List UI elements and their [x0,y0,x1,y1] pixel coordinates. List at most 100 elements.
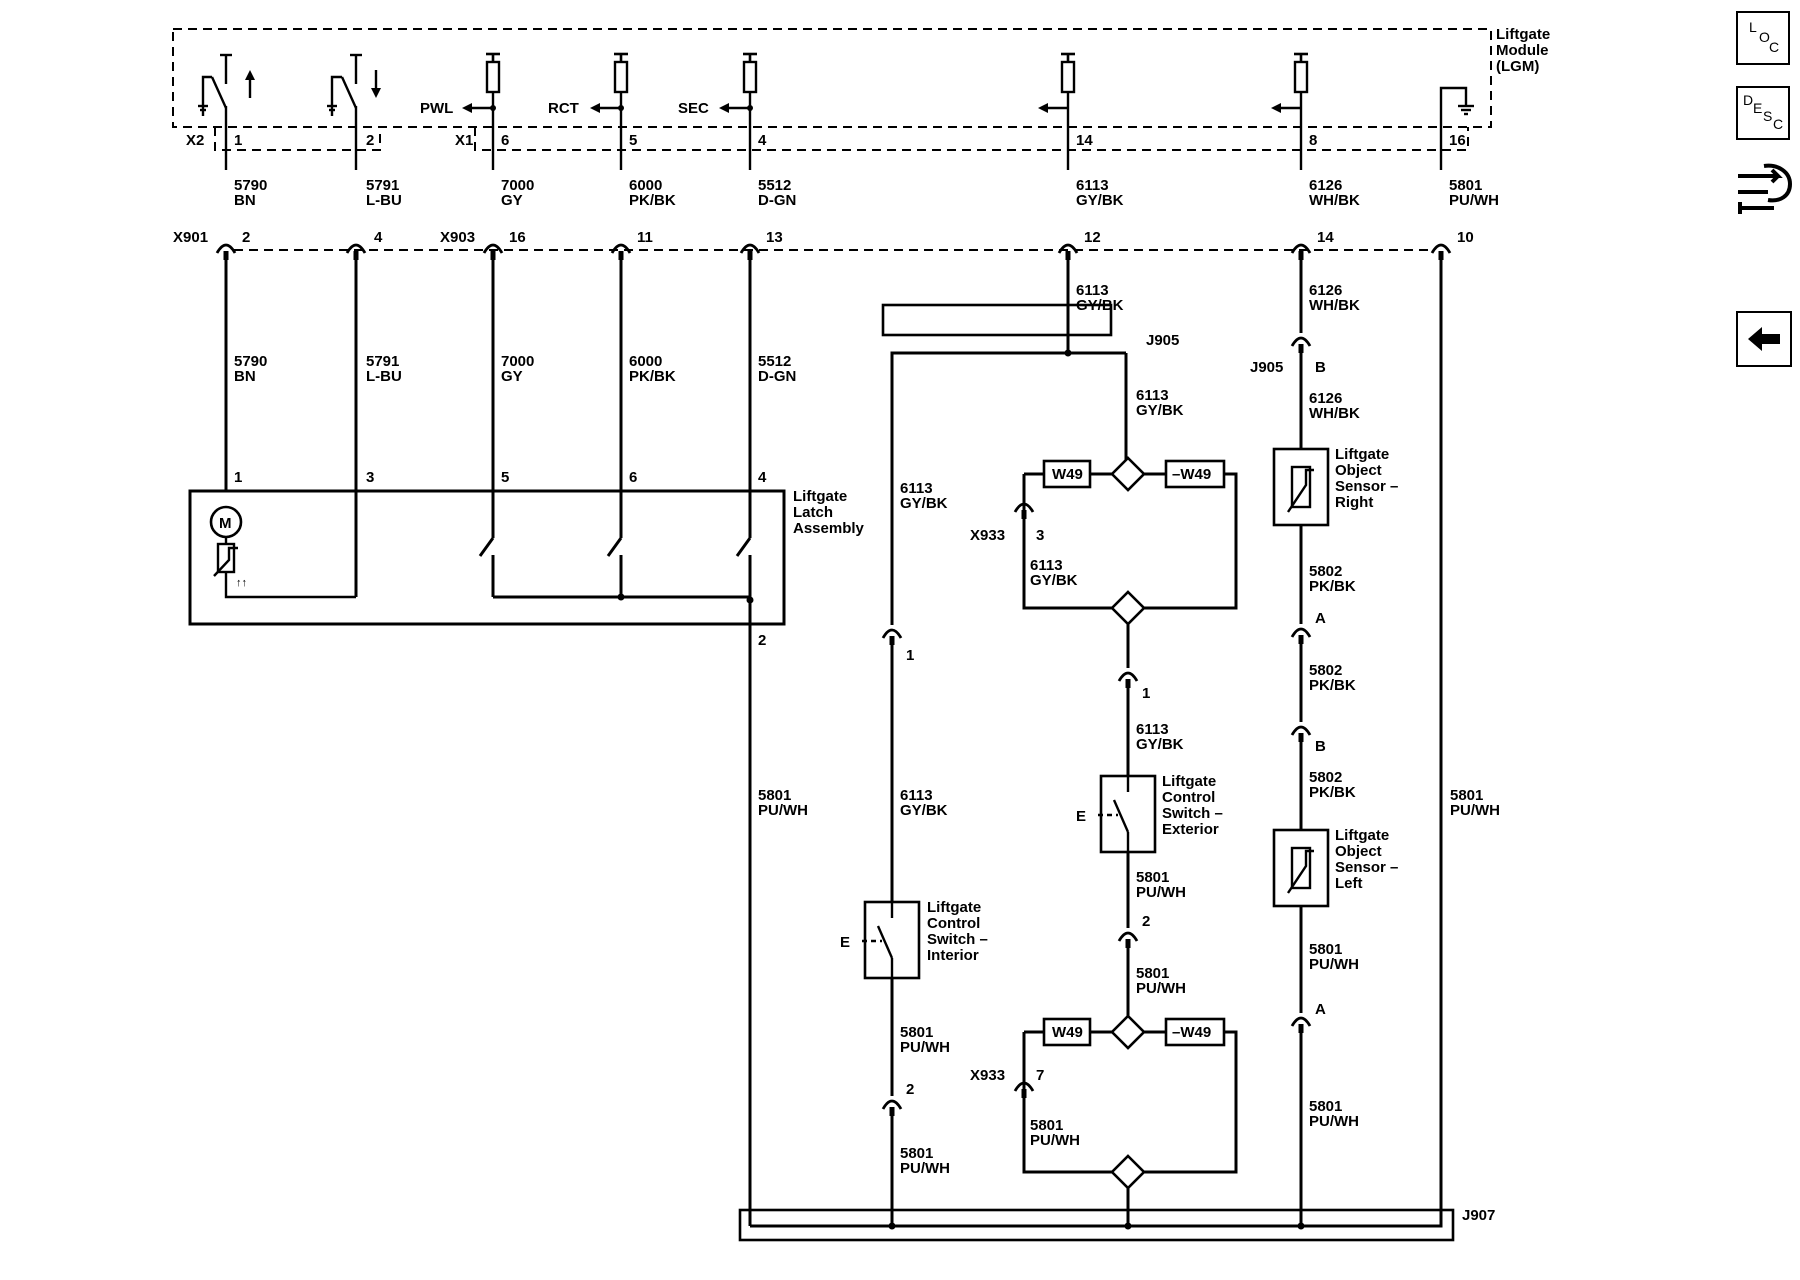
option-w49: W49 [1052,1024,1083,1041]
wire-color: GY/BK [1076,192,1124,209]
lgm-input-rct: RCT [548,52,630,170]
wire-number: 6113 [900,787,933,804]
wire-color: GY [501,368,523,385]
connector-x1: X1 [455,132,473,149]
wire-color: PU/WH [1136,884,1186,901]
sensor-right-label: Right [1335,494,1373,511]
ext-switch-e-label: E [1076,808,1086,825]
wire-number: 7000 [501,177,534,194]
latch-pin: 2 [758,632,766,649]
back-arrow-icon [1748,327,1780,351]
liftgate-latch-assembly: Liftgate Latch Assembly 1 3 5 6 4 2 M ↑↑ [188,469,865,649]
wire-color: PK/BK [629,368,676,385]
location-button[interactable]: L O C [1736,11,1790,65]
wire-color: GY/BK [1136,402,1184,419]
wire-color: PK/BK [1309,677,1356,694]
option-not-w49: –W49 [1172,1024,1211,1041]
wire-number: 6126 [1309,282,1342,299]
lgm-pin: 4 [758,132,767,149]
wire-color: PU/WH [758,802,808,819]
signal-pwl: PWL [420,100,453,117]
wire-number: 6113 [1136,721,1169,738]
wire-number: 5512 [758,353,791,370]
description-button[interactable]: D E S C [1736,86,1790,140]
x933-pin-7: 7 [1036,1067,1044,1084]
lgm-pin: 2 [366,132,374,149]
connector-x901: X901 [173,229,208,246]
x933-pin-3: 3 [1036,527,1044,544]
inline-pin: 10 [1457,229,1474,246]
inline-pin: 14 [1317,229,1334,246]
wire-color: BN [234,192,256,209]
loc-letter: C [1769,39,1780,55]
wire-color: PU/WH [1309,956,1359,973]
module-title-1: Liftgate [1496,26,1550,43]
option-w49: W49 [1052,466,1083,483]
connector-x2: X2 [186,132,204,149]
wire-number: 6126 [1309,390,1342,407]
ext-switch-pin-2: 2 [1142,913,1150,930]
wire-color: PK/BK [1309,578,1356,595]
wire-number: 6113 [1136,387,1169,404]
wire-number: 5801 [900,1024,933,1041]
wire-color: GY/BK [900,495,948,512]
connector-end-view-icon[interactable] [1734,158,1794,220]
sensor-pin-a: A [1315,1001,1326,1018]
liftgate-module: Liftgate Module (LGM) [172,26,1550,170]
int-switch-pin-1: 1 [906,647,914,664]
desc-letter: D [1743,92,1754,108]
motor-label: M [219,515,232,532]
wire-color: D-GN [758,192,796,209]
connector-x903: X903 [440,229,475,246]
back-button[interactable] [1736,311,1792,367]
wire-color: GY/BK [1136,736,1184,753]
desc-letter: S [1763,108,1773,124]
sensor-left-label: Object [1335,843,1382,860]
wire-color: WH/BK [1309,192,1360,209]
wire-color: PU/WH [900,1160,950,1177]
lgm-input-8 [1271,52,1310,170]
wire-color: PK/BK [629,192,676,209]
wire-number: 6113 [900,480,933,497]
int-switch-label: Liftgate [927,899,981,916]
inline-pin: 11 [637,229,653,246]
wire-color: L-BU [366,368,402,385]
ext-switch-label: Switch – [1162,805,1223,822]
lgm-input-sec: SEC [678,52,759,170]
wire-number: 6126 [1309,177,1342,194]
desc-letter: C [1773,116,1784,132]
wire-number: 5801 [1309,1098,1342,1115]
lgm-input-pwl: PWL [420,52,502,170]
wire-number: 6113 [1030,557,1063,574]
latch-pin: 5 [501,469,509,486]
splice-j905-label: J905 [1250,359,1283,376]
wire-color: WH/BK [1309,297,1360,314]
latch-pin: 6 [629,469,637,486]
wire-number: 6000 [629,353,662,370]
inline-pin: 12 [1084,229,1101,246]
latch-pin: 1 [234,469,242,486]
sensor-right-label: Sensor – [1335,478,1398,495]
wire-color: L-BU [366,192,402,209]
splice-j905-label: J905 [1146,332,1179,349]
wire-color: PU/WH [1309,1113,1359,1130]
latch-label: Liftgate [793,488,847,505]
lgm-switch-up [198,53,255,170]
lgm-pin: 14 [1076,132,1093,149]
module-title-2: Module [1496,42,1549,59]
wire-number: 6000 [629,177,662,194]
wire-number: 6113 [1076,282,1109,299]
ext-switch-label: Exterior [1162,821,1219,838]
latch-pin: 3 [366,469,374,486]
sensor-left-label: Sensor – [1335,859,1398,876]
